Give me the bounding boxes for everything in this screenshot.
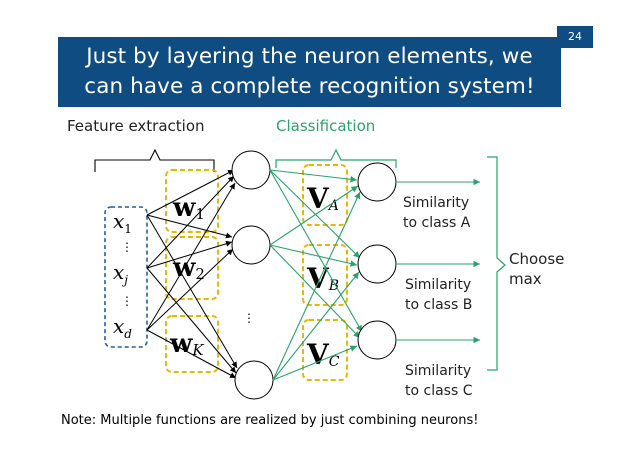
feature-extraction-label: Feature extraction xyxy=(67,117,205,135)
hidden-neuron-k xyxy=(234,360,274,400)
class-va: V xyxy=(306,182,330,215)
title-line-2: can have a complete recognition system! xyxy=(84,74,535,99)
input-dots-1: ⋮ xyxy=(121,240,133,254)
input-xd: x xyxy=(113,314,124,338)
input-x1-sub: 1 xyxy=(124,222,132,236)
output-neuron-b xyxy=(357,244,397,284)
slide-title: Just by layering the neuron elements, we… xyxy=(58,37,561,107)
svg-text:x1: x1 xyxy=(113,209,132,236)
hidden-dots: ⋮ xyxy=(243,311,255,325)
class-connections xyxy=(269,169,363,381)
hidden-neuron-1 xyxy=(231,150,271,190)
similarity-b-line2: to class B xyxy=(405,297,472,313)
output-neuron-c xyxy=(357,320,397,360)
classification-label: Classification xyxy=(276,117,375,135)
similarity-b-line1: Similarity xyxy=(405,277,471,293)
class-vb-sub: B xyxy=(328,278,339,294)
class-box-b xyxy=(302,244,348,306)
class-vc: V xyxy=(306,338,330,371)
class-va-sub: A xyxy=(327,198,339,214)
choose-brace xyxy=(487,156,506,371)
input-box xyxy=(104,206,148,348)
similarity-a-line2: to class A xyxy=(403,215,471,231)
feature-brace xyxy=(94,148,215,172)
svg-text:VB: VB xyxy=(306,262,339,295)
weight-w1-sub: 1 xyxy=(195,205,205,223)
weight-box-1 xyxy=(165,169,219,233)
class-box-a xyxy=(302,164,348,226)
title-line-1: Just by layering the neuron elements, we xyxy=(86,44,533,69)
input-xd-sub: d xyxy=(124,327,132,341)
weight-w1: w xyxy=(172,193,196,223)
similarity-c-line2: to class C xyxy=(405,383,473,399)
class-vb: V xyxy=(306,262,330,295)
choose-line2: max xyxy=(509,270,542,288)
classification-brace xyxy=(275,148,397,168)
similarity-a-line1: Similarity xyxy=(403,195,469,211)
output-arrows xyxy=(396,178,480,344)
hidden-neuron-2 xyxy=(231,225,271,265)
similarity-c-line1: Similarity xyxy=(405,363,471,379)
choose-line1: Choose xyxy=(509,250,564,268)
weight-box-2 xyxy=(165,236,219,300)
svg-text:w2: w2 xyxy=(172,253,205,283)
input-connections xyxy=(146,169,238,379)
weight-w2-sub: 2 xyxy=(195,265,205,283)
class-vc-sub: C xyxy=(329,354,340,370)
input-xj: x xyxy=(113,260,124,284)
svg-text:xj: xj xyxy=(113,260,128,287)
page-number: 24 xyxy=(557,26,593,48)
weight-box-k xyxy=(165,315,219,373)
svg-text:xd: xd xyxy=(113,314,132,341)
note-text: Note: Multiple functions are realized by… xyxy=(61,413,478,428)
weight-wk-sub: K xyxy=(191,341,204,359)
svg-text:w1: w1 xyxy=(172,193,205,223)
input-xj-sub: j xyxy=(121,273,128,287)
input-dots-2: ⋮ xyxy=(121,294,133,308)
output-neuron-a xyxy=(357,162,397,202)
svg-text:wK: wK xyxy=(169,329,204,359)
input-x1: x xyxy=(113,209,124,233)
